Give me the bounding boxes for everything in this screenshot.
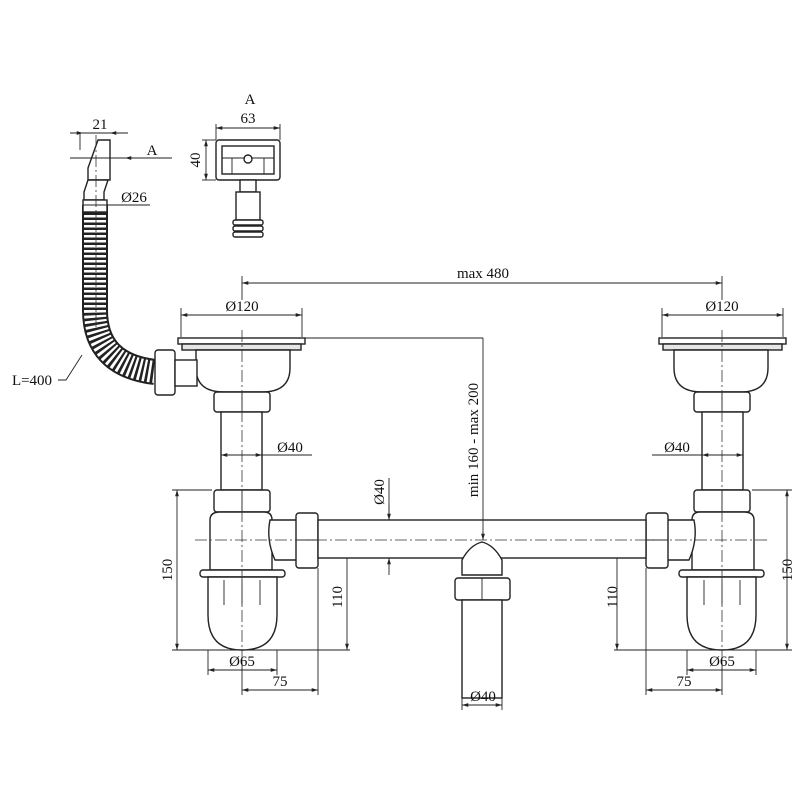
height-range-label: min 160 - max 200 [466,383,482,497]
left-outlet-height: 110 [330,586,346,608]
right-offset: 75 [677,674,692,690]
right-strainer-diameter: Ø120 [705,299,738,315]
center-outlet [305,337,511,710]
outlet-diameter: Ø40 [470,689,496,705]
crosspipe-diameter: Ø40 [372,479,388,505]
view-a-title: A [245,92,256,108]
left-strainer-diameter: Ø120 [225,299,258,315]
left-cup-diameter: Ø65 [229,654,255,670]
spacing-label: max 480 [457,266,509,282]
right-cup-diameter: Ø65 [709,654,735,670]
overflow-width: 21 [93,117,108,133]
right-siphon [612,308,792,695]
view-a [202,124,281,238]
overflow-hose [58,131,198,396]
hose-length: L=400 [12,373,52,389]
overflow-diameter: Ø26 [121,190,147,206]
right-height: 150 [780,559,796,582]
right-pipe-diameter: Ø40 [664,440,690,456]
view-a-height: 40 [188,153,204,168]
left-siphon [172,308,352,695]
left-pipe-diameter: Ø40 [277,440,303,456]
left-height: 150 [160,559,176,582]
view-a-width: 63 [241,111,256,127]
right-outlet-height: 110 [605,586,621,608]
left-offset: 75 [273,674,288,690]
section-marker: A [147,143,158,159]
